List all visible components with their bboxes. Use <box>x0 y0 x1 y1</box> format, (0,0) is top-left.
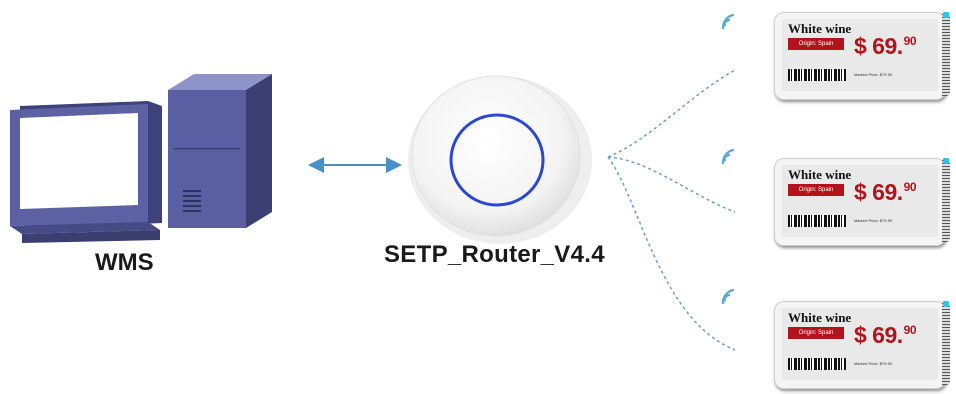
tag-origin: Origin: Spain <box>788 327 844 339</box>
tag-screen: White wine Origin: Spain $ 69.90 Marked … <box>782 165 938 237</box>
tag-price-cents: 90 <box>903 323 917 337</box>
wireless-link-bottom <box>607 156 736 351</box>
wifi-signal-icon <box>721 148 735 165</box>
tag-led-icon <box>943 301 949 307</box>
tag-origin: Origin: Spain <box>788 38 844 50</box>
tag-led-icon <box>943 12 949 18</box>
computer-monitor-icon <box>10 101 162 243</box>
computer-tower-icon <box>168 74 272 228</box>
tag-marked-price: Marked Price: $79.90 <box>854 361 893 366</box>
tag-price-main: $ 69. <box>854 322 903 348</box>
tag-price: $ 69.90 <box>854 179 917 206</box>
shelf-label-tag-3: White wine Origin: Spain $ 69.90 Marked … <box>774 301 952 393</box>
wms-label: WMS <box>95 249 154 276</box>
barcode-icon <box>788 215 846 227</box>
tag-screen: White wine Origin: Spain $ 69.90 Marked … <box>782 19 938 91</box>
tag-price-cents: 90 <box>903 180 917 194</box>
router-icon <box>408 75 592 244</box>
wireless-links <box>607 69 736 351</box>
tag-price-main: $ 69. <box>854 179 903 205</box>
tag-price-cents: 90 <box>903 34 917 48</box>
tag-marked-price: Marked Price: $79.90 <box>854 218 893 223</box>
tag-product-name: White wine <box>788 310 852 325</box>
wireless-link-middle <box>607 156 736 213</box>
wifi-signal-icon <box>721 13 735 30</box>
barcode-icon <box>788 358 846 370</box>
tag-origin: Origin: Spain <box>788 184 844 196</box>
shelf-label-tag-1: White wine Origin: Spain $ 69.90 Marked … <box>774 12 952 104</box>
barcode-icon <box>788 69 846 81</box>
wireless-link-top <box>607 69 736 158</box>
tag-marked-price: Marked Price: $79.90 <box>854 72 893 77</box>
tag-product-name: White wine <box>788 167 852 182</box>
tag-product-name: White wine <box>788 21 852 36</box>
shelf-label-tag-2: White wine Origin: Spain $ 69.90 Marked … <box>774 158 952 250</box>
tag-led-icon <box>943 158 949 164</box>
tag-screen: White wine Origin: Spain $ 69.90 Marked … <box>782 308 938 380</box>
router-label: SETP_Router_V4.4 <box>384 241 605 268</box>
wifi-signal-icon <box>721 288 735 305</box>
tag-price: $ 69.90 <box>854 322 917 349</box>
tag-price: $ 69.90 <box>854 33 917 60</box>
tag-side-edge <box>942 160 950 242</box>
tag-price-main: $ 69. <box>854 33 903 59</box>
tag-side-edge <box>942 303 950 385</box>
tag-side-edge <box>942 14 950 96</box>
